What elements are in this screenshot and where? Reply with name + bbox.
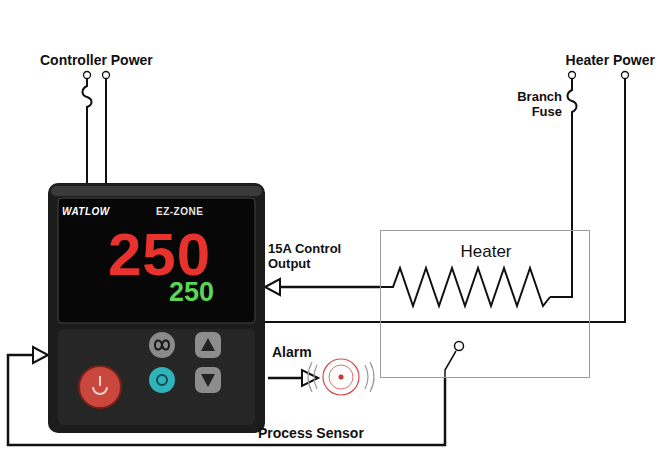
alarm-arrow [268, 370, 318, 386]
set-point: 250 [169, 279, 214, 306]
signal-label: Process Sensor [258, 425, 364, 441]
controller-body [48, 183, 265, 433]
model-text: EZ-ZONE [156, 206, 203, 218]
arrow-head [33, 347, 48, 363]
alarm-label: Alarm [272, 344, 312, 360]
arrow-head [265, 279, 280, 295]
up-button [195, 332, 221, 358]
heater-title: Heater [460, 242, 511, 262]
connector-line [278, 286, 380, 289]
brand-text: WATLOW [62, 206, 110, 218]
button-icon [155, 341, 169, 350]
button-icon [93, 376, 107, 394]
signal-connector [265, 279, 380, 295]
signal-label: 15A Control Output [268, 242, 376, 272]
fuse-label: Branch Fuse [502, 90, 562, 120]
alarm-icon [308, 359, 374, 395]
process-value: 250 [108, 225, 211, 285]
display [58, 198, 255, 323]
button-icon [157, 375, 167, 385]
heater-element [380, 268, 550, 306]
housing-top [51, 186, 262, 196]
keypad-panel [58, 329, 255, 425]
teal-button [149, 367, 175, 393]
red-button [79, 366, 121, 408]
button-icon [201, 338, 215, 351]
power-label: Heater Power [566, 52, 655, 68]
housing [48, 183, 265, 433]
sensor-symbol [445, 342, 464, 379]
power-label: Controller Power [40, 52, 153, 68]
infinity-button [149, 332, 175, 358]
temperature-controller: WATLOW EZ-ZONE 250250 [48, 183, 265, 433]
button-icon [201, 374, 215, 387]
down-button [195, 367, 221, 393]
heater-box: Heater [380, 230, 590, 378]
